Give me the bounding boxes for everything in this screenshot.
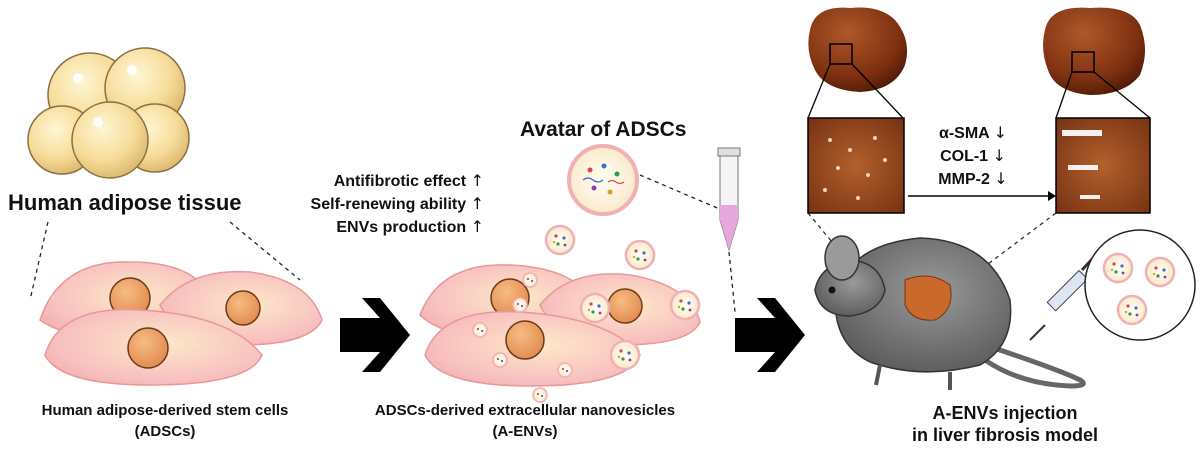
effect-item: ENVs production ↑ [336, 217, 484, 236]
marker-item: MMP-2 ↓ [938, 169, 1008, 188]
avatar-vesicle [567, 144, 639, 216]
adsc-cells [39, 261, 323, 386]
injection-caption: A-ENVs injection in liver fibrosis model [911, 403, 1099, 445]
marker-item: α-SMA ↓ [939, 123, 1007, 142]
adipose-tissue-label: Human adipose tissue [8, 190, 242, 215]
effect-item: Self-renewing ability ↑ [310, 194, 484, 213]
liver-control [808, 7, 908, 92]
marker-list: α-SMA ↓ COL-1 ↓ MMP-2 ↓ [908, 122, 1038, 191]
marker-item: COL-1 ↓ [940, 146, 1006, 165]
injected-vesicles [1084, 229, 1196, 341]
process-arrow-2 [735, 298, 805, 372]
effect-item: Antifibrotic effect ↑ [333, 171, 484, 190]
centrifuge-tube [717, 147, 741, 252]
adscs-caption: Human adipose-derived stem cells (ADSCs) [41, 402, 289, 440]
aenvs-caption: ADSCs-derived extracellular nanovesicles… [374, 402, 676, 440]
histology-treated [1055, 117, 1151, 214]
avatar-label: Avatar of ADSCs [520, 118, 687, 141]
process-arrow-1 [340, 298, 410, 372]
effects-list: Antifibrotic effect ↑ Self-renewing abil… [244, 170, 484, 239]
adipose-tissue [27, 47, 190, 179]
histology-control [807, 117, 905, 214]
mouse [814, 235, 1086, 390]
liver-treated [1043, 7, 1145, 95]
syringe [1029, 254, 1097, 341]
